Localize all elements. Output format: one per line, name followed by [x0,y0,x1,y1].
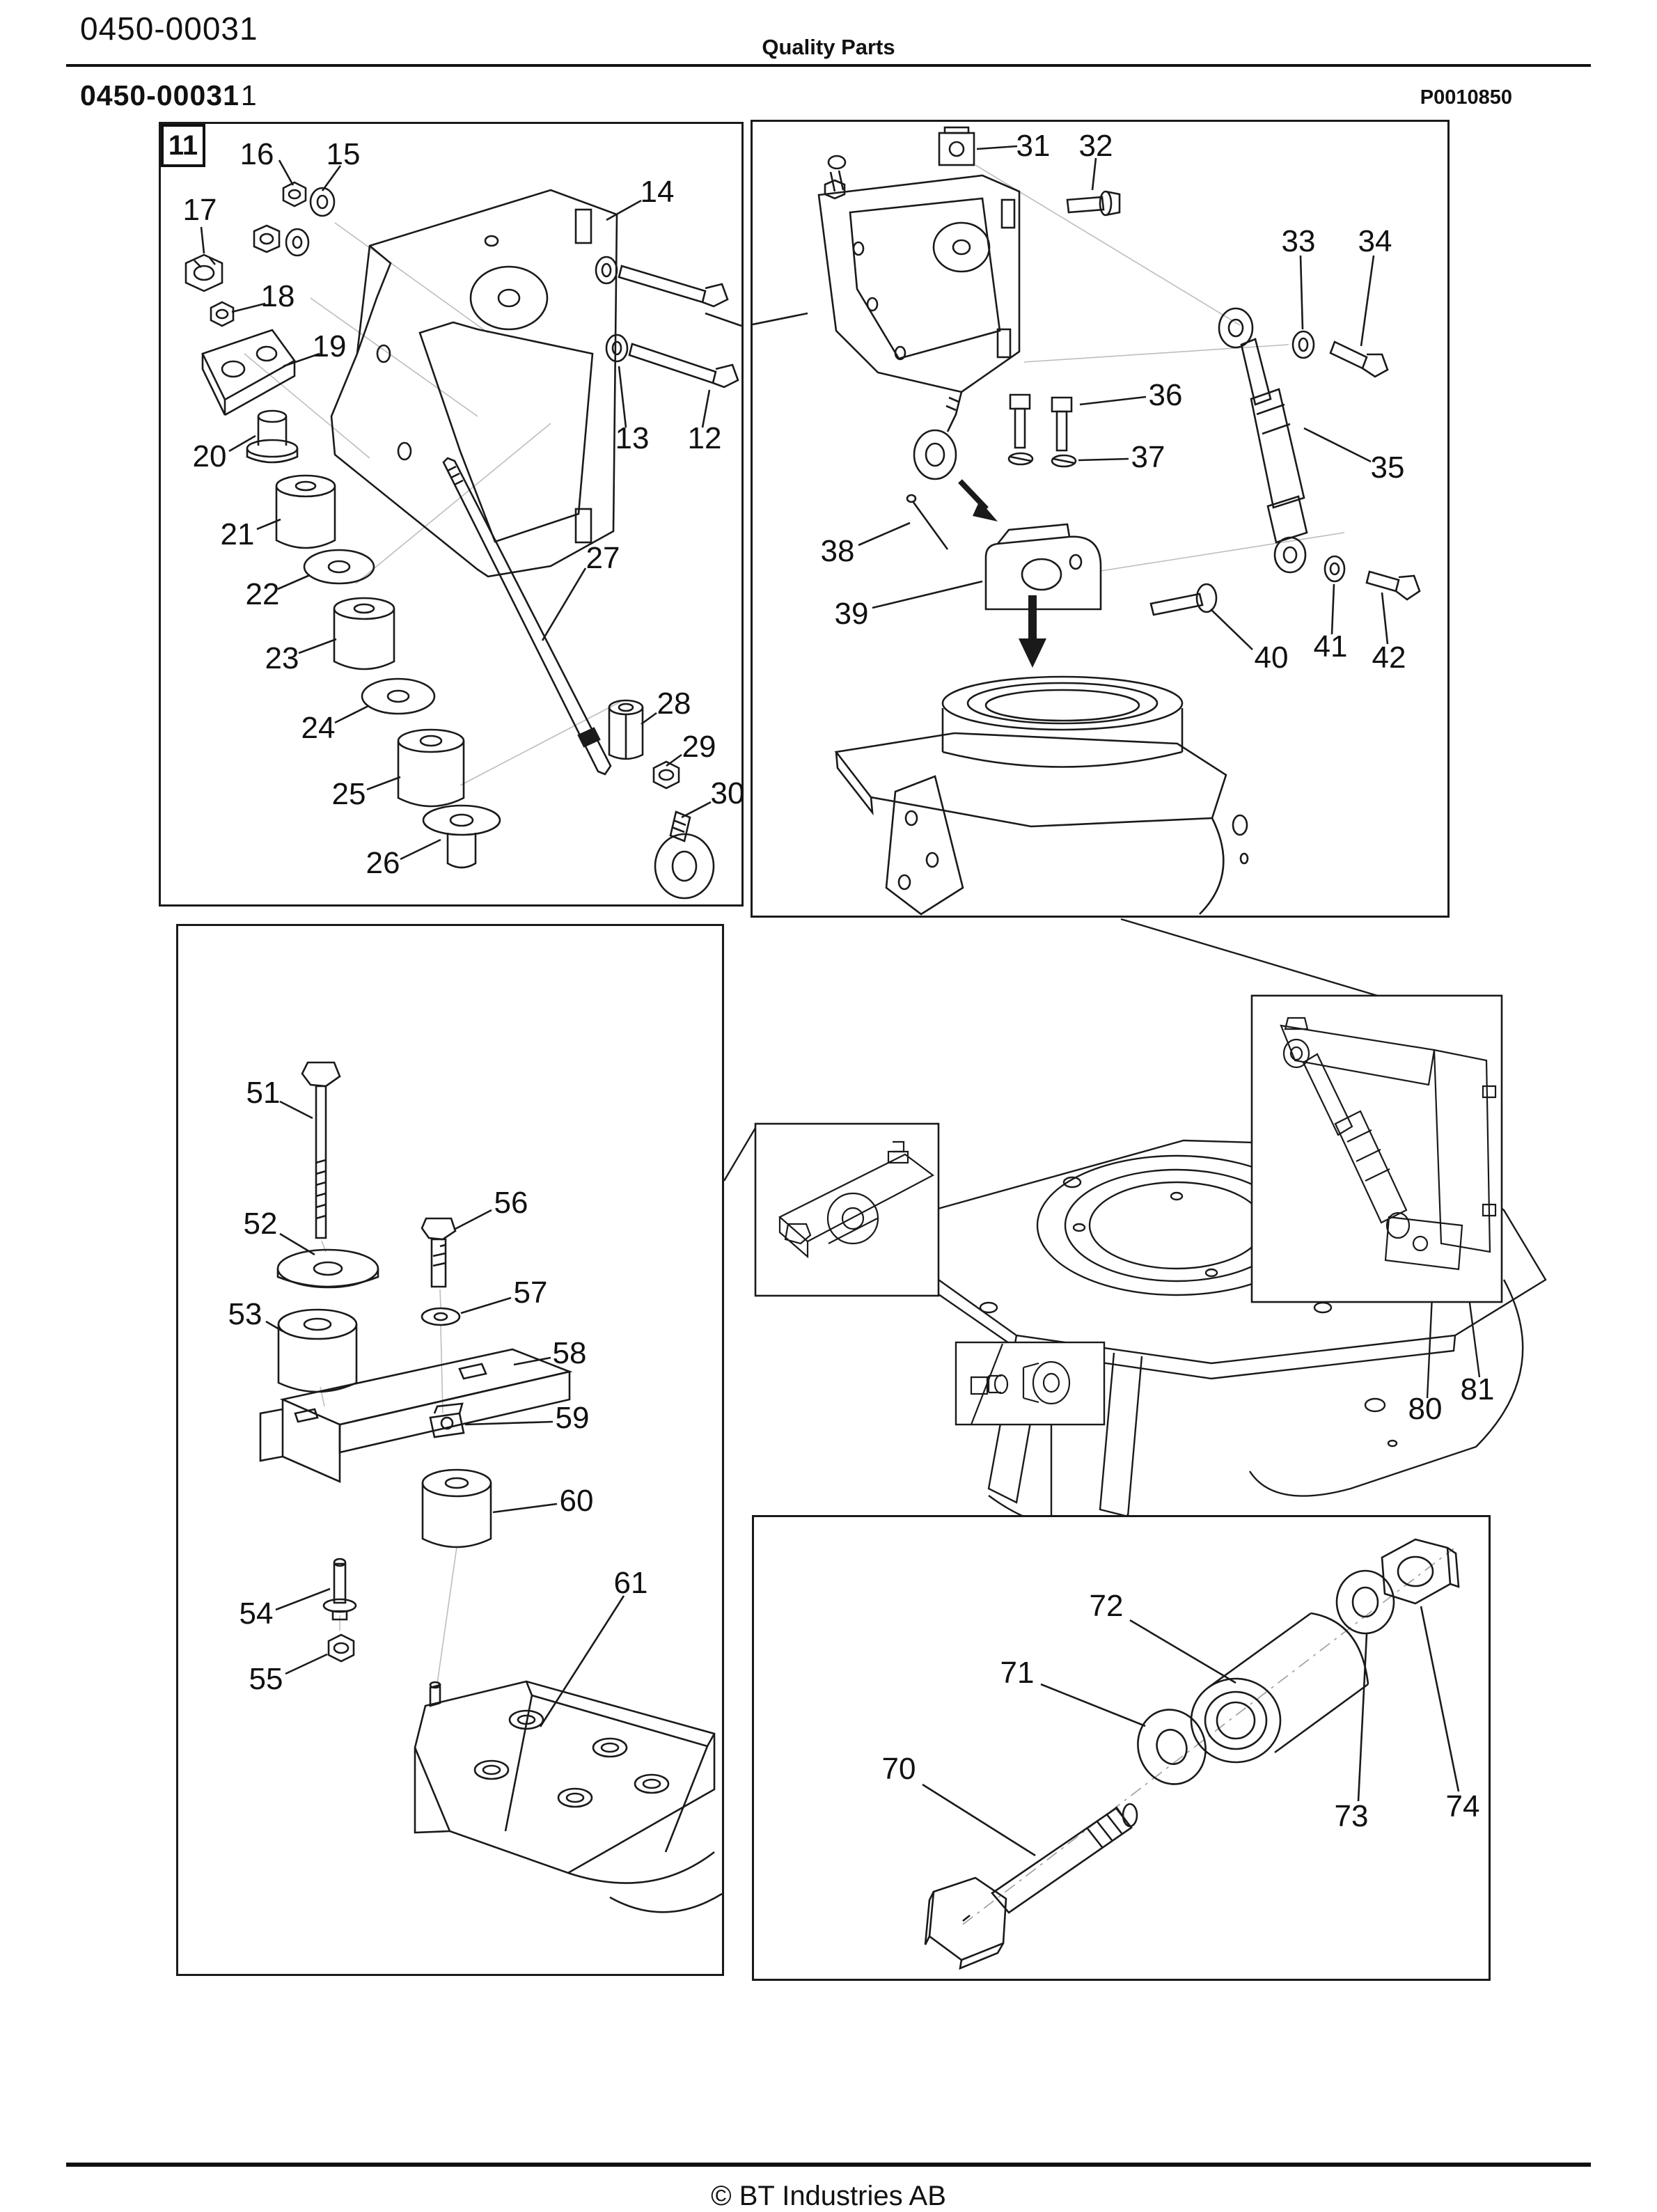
view-reference-box: 11 [161,124,205,167]
part-label-58: 58 [552,1336,587,1370]
part-label-34: 34 [1358,224,1392,258]
part-label-12: 12 [687,421,722,455]
part-label-38: 38 [820,534,855,568]
part-label-25: 25 [331,777,366,811]
part-label-74: 74 [1445,1789,1480,1823]
part-label-31: 31 [1016,129,1051,163]
header-divider [66,64,1591,67]
part-label-80: 80 [1408,1392,1443,1426]
part-label-37: 37 [1131,440,1165,474]
part-label-17: 17 [182,193,217,227]
roller-exploded-svg [922,1538,1460,1970]
part-label-13: 13 [615,421,650,455]
figure-number-text: 0450-00031 [80,79,239,111]
part-label-16: 16 [239,137,274,171]
damper-exploded-svg [753,126,1421,916]
part-label-30: 30 [710,776,745,810]
plate-code: P0010850 [1420,86,1512,109]
part-label-73: 73 [1334,1799,1369,1833]
footer-divider [66,2163,1591,2167]
document-number: 0450-00031 [80,10,258,47]
part-label-54: 54 [239,1597,274,1631]
part-label-60: 60 [559,1484,594,1518]
part-label-32: 32 [1078,129,1113,163]
panel-roller-exploded: 70 71 72 73 74 [752,1515,1491,1981]
part-label-21: 21 [220,517,255,551]
part-label-39: 39 [834,597,869,631]
panel-bracket-exploded: 11 16 15 17 18 19 20 21 22 23 24 25 26 27 28 29 30 14 13 1… [159,122,744,907]
part-label-53: 53 [228,1297,262,1331]
part-label-56: 56 [494,1186,528,1220]
part-label-72: 72 [1089,1589,1124,1623]
part-label-40: 40 [1254,641,1289,675]
part-label-20: 20 [192,439,227,473]
part-label-24: 24 [301,711,336,745]
part-label-71: 71 [1000,1656,1035,1690]
part-label-23: 23 [265,641,299,675]
part-label-55: 55 [249,1662,283,1696]
part-label-61: 61 [613,1566,648,1600]
panel-damper-exploded: 31 32 33 34 35 36 37 38 39 40 41 42 [751,120,1450,918]
part-label-35: 35 [1370,450,1405,485]
part-label-57: 57 [513,1276,548,1310]
part-label-52: 52 [243,1207,278,1241]
part-label-29: 29 [682,730,716,764]
part-label-18: 18 [260,279,295,313]
part-label-59: 59 [555,1401,590,1435]
figure-number: 0450-000311 [80,79,258,112]
part-label-22: 22 [245,577,280,611]
part-label-28: 28 [657,687,691,721]
part-label-27: 27 [586,541,620,575]
part-label-42: 42 [1372,641,1406,675]
assembly-overview-figure: 80 81 [724,918,1657,1518]
part-label-81: 81 [1460,1372,1495,1406]
part-label-51: 51 [246,1076,281,1110]
figure-number-suffix: 1 [240,79,258,111]
part-label-19: 19 [312,329,347,363]
part-label-33: 33 [1281,224,1316,258]
part-label-41: 41 [1313,629,1348,664]
part-label-14: 14 [640,175,675,209]
assembly-overview-svg [724,918,1547,1518]
part-label-15: 15 [326,137,361,171]
part-label-36: 36 [1148,378,1183,412]
support-exploded-svg [259,1061,722,1913]
part-label-26: 26 [366,846,400,880]
copyright-text: © BT Industries AB [711,2181,946,2211]
bracket-exploded-svg [184,159,741,900]
page-title: Quality Parts [762,35,895,59]
part-label-70: 70 [881,1752,916,1786]
